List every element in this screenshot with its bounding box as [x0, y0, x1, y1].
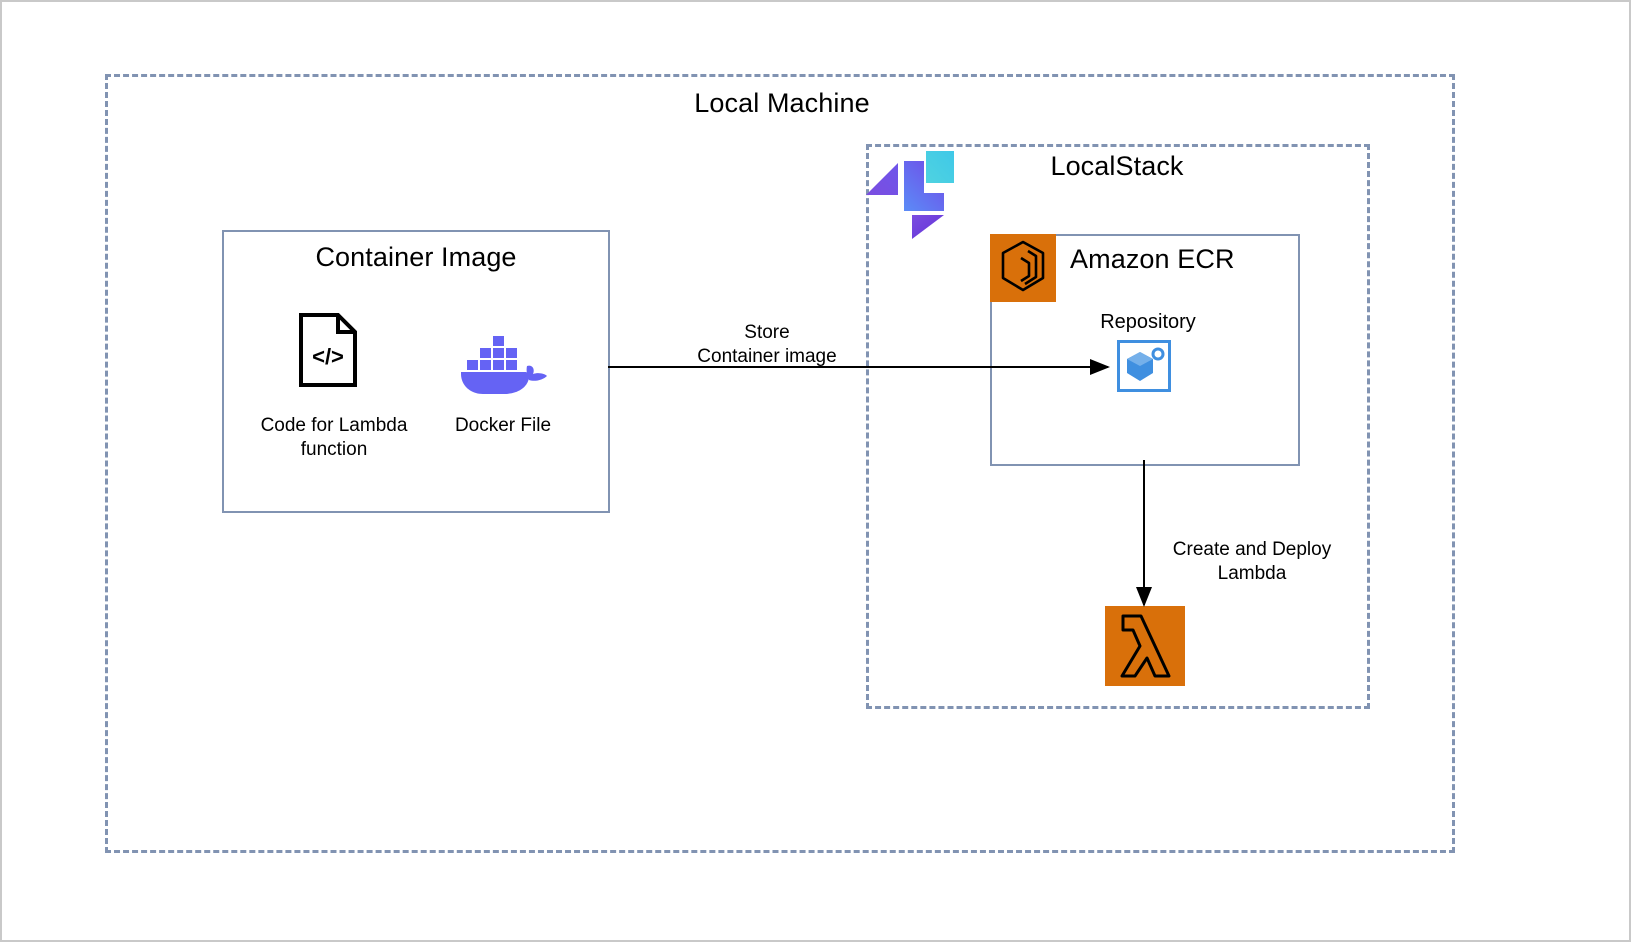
- repository-label: Repository: [1100, 311, 1196, 333]
- localstack-logo: [864, 149, 956, 239]
- amazon-ecr-icon: [990, 234, 1056, 302]
- local-machine-title: Local Machine: [694, 88, 870, 118]
- svg-text:</>: </>: [312, 344, 344, 369]
- ecr-repository-icon: [1117, 340, 1171, 392]
- docker-whale-icon: [457, 330, 549, 394]
- localstack-title: LocalStack: [1050, 151, 1184, 181]
- localstack-boundary: [866, 144, 1370, 709]
- container-image-group: [222, 230, 610, 513]
- store-container-image-arrow: [608, 359, 1110, 375]
- local-machine-boundary: [105, 74, 1455, 853]
- aws-lambda-icon: [1105, 606, 1185, 686]
- container-image-title: Container Image: [315, 242, 517, 272]
- code-for-lambda-function-label: Code for Lambda function: [260, 415, 408, 460]
- amazon-ecr-title: Amazon ECR: [1070, 244, 1235, 274]
- create-deploy-lambda-arrow: [1136, 460, 1152, 607]
- create-deploy-lambda-label: Create and Deploy Lambda: [1172, 539, 1332, 584]
- docker-file-label: Docker File: [454, 415, 552, 436]
- code-file-icon: </>: [298, 312, 358, 388]
- store-container-image-label: Store Container image: [697, 322, 837, 367]
